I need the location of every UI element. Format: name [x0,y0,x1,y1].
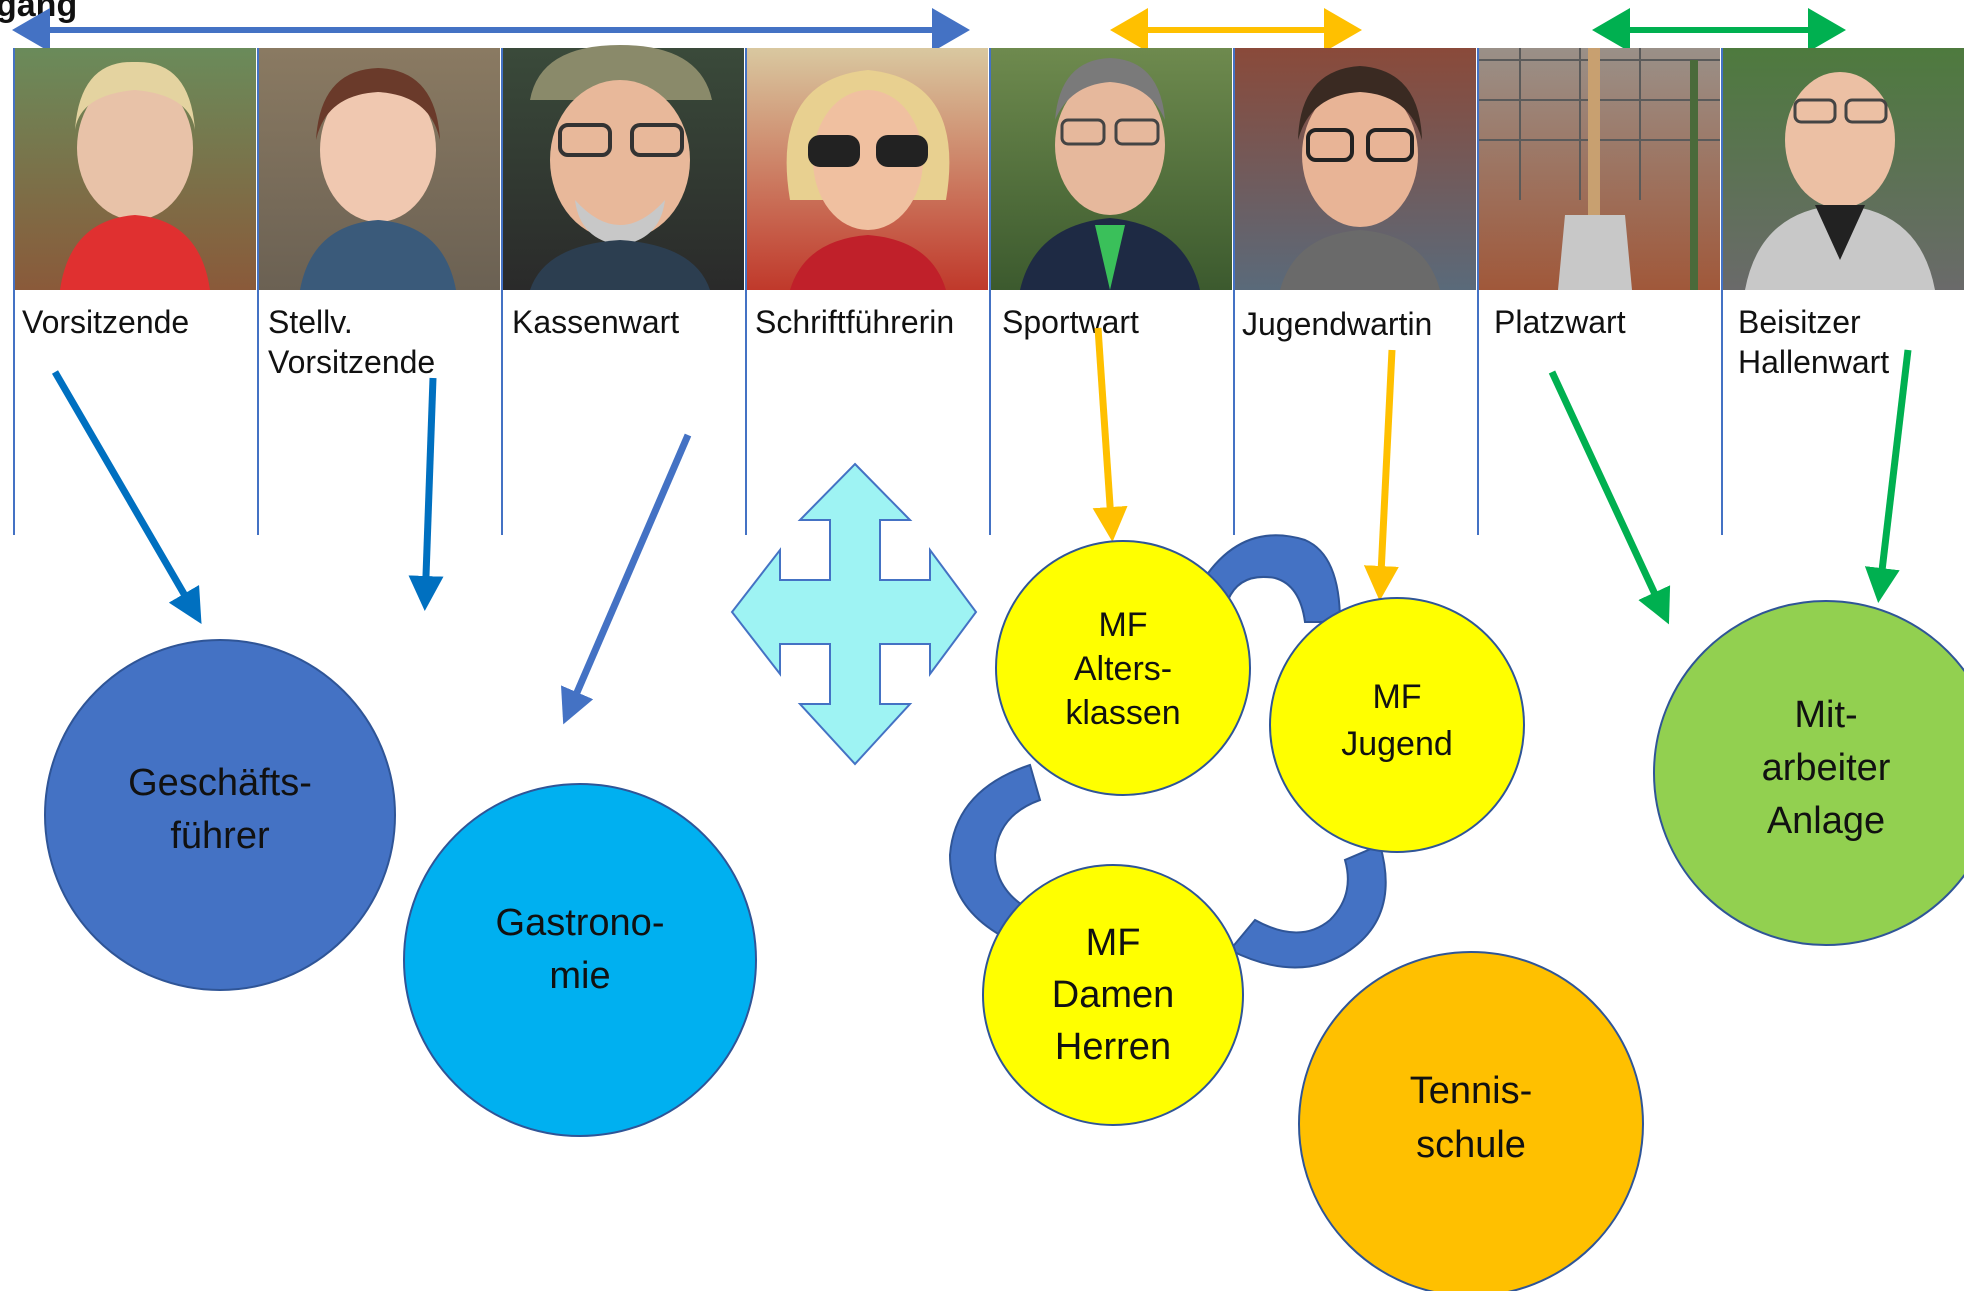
svg-text:Geschäfts-: Geschäfts- [128,762,312,804]
svg-text:arbeiter: arbeiter [1762,747,1891,789]
svg-text:mie: mie [549,955,610,997]
svg-text:schule: schule [1416,1124,1526,1166]
four-way-arrow-icon [730,462,978,766]
svg-text:Mit-: Mit- [1794,694,1857,736]
photo-schriftfuehrerin [746,48,988,290]
role-label-platzwart: Platzwart [1494,304,1626,340]
top-arrow-green [1592,8,1846,52]
svg-text:Herren: Herren [1055,1026,1171,1068]
svg-text:MF: MF [1098,606,1147,644]
role-label-beisitzer-line1: Beisitzer [1738,304,1861,340]
svg-text:klassen: klassen [1065,694,1180,732]
svg-text:führer: führer [170,815,270,857]
role-label-schriftfuehrerin: Schriftführerin [755,304,954,340]
svg-text:Alters-: Alters- [1074,650,1172,688]
photo-kassenwart [502,45,744,290]
arrow-platzwart-to-mitarbeiter [1548,370,1671,625]
arrow-beisitzer-to-mitarbeiter [1864,349,1912,603]
role-label-jugendwartin: Jugendwartin [1242,306,1432,342]
column-dividers [13,48,1723,535]
arrow-vorsitzende-to-geschaeftsfuehrer [51,370,202,625]
arrow-jugendwartin-to-mf-jugend [1363,349,1399,601]
arrow-kassenwart-to-gastronomie [561,433,692,725]
top-arrow-blue [12,8,970,52]
photo-vorsitzende [14,48,256,290]
svg-text:Jugend: Jugend [1341,725,1453,763]
role-labels: Vorsitzende Stellv. Vorsitzende Kassenwa… [22,304,1889,380]
svg-text:Tennis-: Tennis- [1410,1070,1533,1112]
role-label-vorsitzende: Vorsitzende [22,304,189,340]
role-label-sportwart: Sportwart [1002,304,1139,340]
role-label-beisitzer-line2: Hallenwart [1738,344,1889,380]
svg-text:MF: MF [1372,678,1421,716]
svg-text:Damen: Damen [1052,974,1175,1016]
photo-sportwart [990,48,1232,290]
photo-stellv-vorsitzende [258,48,500,290]
role-label-stellv-line1: Stellv. [268,304,353,340]
photo-platzwart [1478,48,1720,290]
role-label-kassenwart: Kassenwart [512,304,679,340]
node-geschaeftsfuehrer: Geschäfts- führer [44,639,396,991]
svg-text:MF: MF [1086,922,1141,964]
node-mf-jugend: MF Jugend [1269,597,1525,853]
cycle-arrows [948,534,1387,969]
node-gastronomie: Gastrono- mie [403,783,757,1137]
arrow-sportwart-to-mf-altersklassen [1092,327,1128,542]
node-tennisschule: Tennis- schule [1298,951,1644,1291]
node-mf-damen-herren: MF Damen Herren [982,864,1244,1126]
photo-jugendwartin [1234,48,1476,290]
photo-strip [14,45,1964,290]
svg-text:Gastrono-: Gastrono- [496,902,665,944]
top-arrow-orange [1110,8,1362,52]
role-label-stellv-line2: Vorsitzende [268,344,435,380]
node-mf-altersklassen: MF Alters- klassen [995,540,1251,796]
arrow-stellv-to-geschaeftsfuehrer [408,377,444,611]
photo-beisitzer [1722,48,1964,290]
node-mitarbeiter-anlage: Mit- arbeiter Anlage [1653,600,1964,946]
svg-text:Anlage: Anlage [1767,800,1885,842]
